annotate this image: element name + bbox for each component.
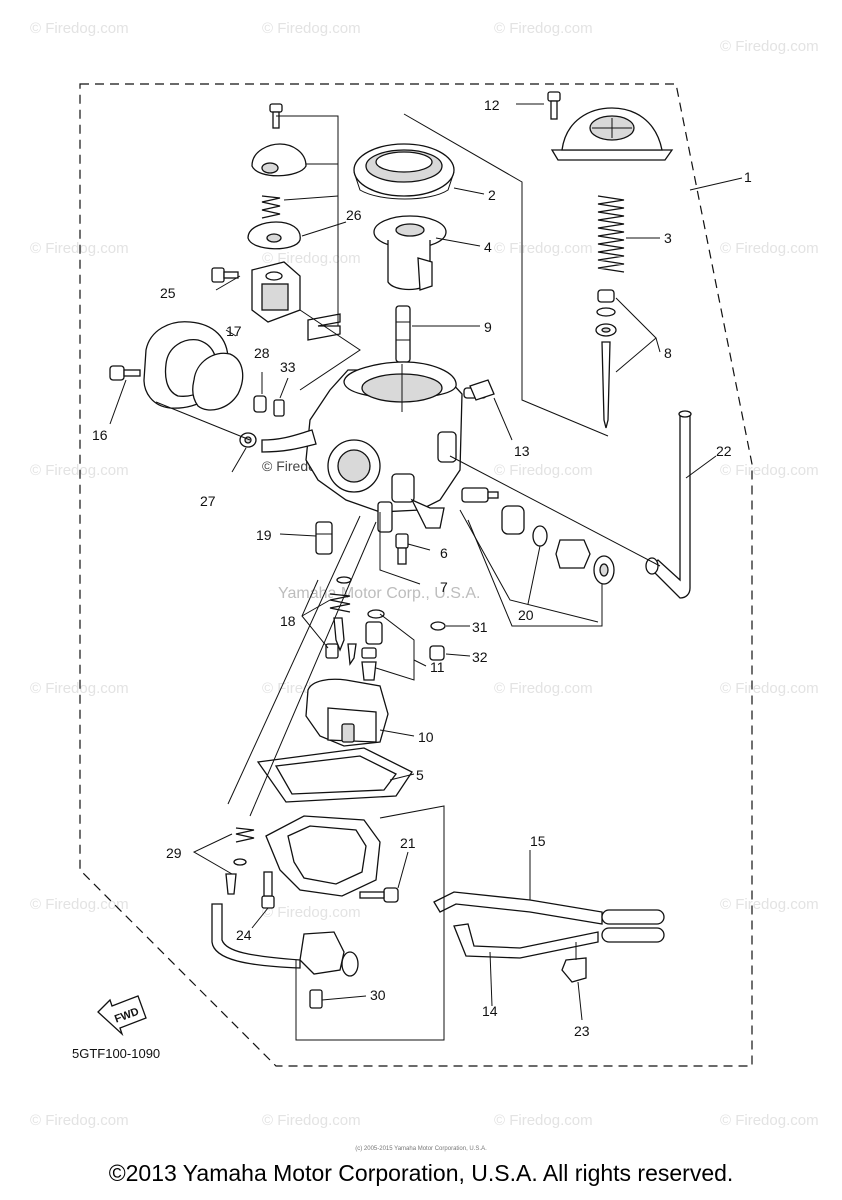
- part-6-7: [377, 501, 409, 565]
- part-hoses-14-15: [433, 891, 665, 959]
- part-float-10: [305, 678, 389, 747]
- callout-13: 13: [514, 443, 530, 459]
- watermark: © Firedog.com: [494, 462, 593, 479]
- part-nut-27: [239, 432, 257, 448]
- part-29: [225, 827, 255, 895]
- part-gasket-17: [143, 321, 244, 411]
- watermark: © Firedog.com: [30, 1112, 129, 1129]
- part-bolt-16: [109, 365, 141, 381]
- watermark: © Firedog.com: [494, 240, 593, 257]
- part-pump-25: [211, 261, 301, 323]
- callout-10: 10: [418, 729, 434, 745]
- callout-4: 4: [484, 239, 492, 255]
- callout-30: 30: [370, 987, 386, 1003]
- part-clip-23: [561, 942, 587, 983]
- part-19: [315, 521, 333, 555]
- leader-lines: [109, 103, 743, 1041]
- callout-11: 11: [430, 659, 445, 675]
- part-piston-4: [373, 215, 447, 291]
- fine-print: (c) 2005-2015 Yamaha Motor Corporation, …: [355, 1146, 487, 1152]
- callout-7: 7: [440, 579, 448, 595]
- watermark: © Firedog.com: [262, 250, 361, 267]
- callout-17: 17: [226, 323, 242, 339]
- callout-29: 29: [166, 845, 182, 861]
- watermark: © Firedog.com: [720, 1112, 819, 1129]
- part-fitting-13: [469, 379, 495, 401]
- callout-18: 18: [280, 613, 296, 629]
- callout-5: 5: [416, 767, 424, 783]
- part-top-cover-1: [550, 107, 674, 161]
- copyright-notice: ©2013 Yamaha Motor Corporation, U.S.A. A…: [108, 1160, 734, 1186]
- callout-1: 1: [744, 169, 752, 185]
- part-float-bowl: [261, 815, 399, 909]
- callout-19: 19: [256, 527, 272, 543]
- part-needle-set-8: [595, 289, 617, 429]
- watermark: © Firedog.com: [30, 20, 129, 37]
- part-gasket-5: [256, 747, 413, 803]
- callout-14: 14: [482, 1003, 498, 1019]
- part-jets-11: [361, 609, 385, 681]
- callout-6: 6: [440, 545, 448, 561]
- callout-20: 20: [518, 607, 534, 623]
- callout-16: 16: [92, 427, 108, 443]
- callout-3: 3: [664, 230, 672, 246]
- callout-8: 8: [664, 345, 672, 361]
- watermark: © Firedog.com: [494, 680, 593, 697]
- callout-28: 28: [254, 345, 270, 361]
- callout-21: 21: [400, 835, 416, 851]
- part-set-18: [325, 576, 357, 666]
- part-screw-12: [547, 91, 561, 120]
- watermark: © Firedog.com: [720, 38, 819, 55]
- watermark: © Firedog.com: [30, 240, 129, 257]
- callout-33: 33: [280, 359, 296, 375]
- watermark: © Firedog.com: [720, 896, 819, 913]
- part-28-33: [253, 395, 285, 417]
- callout-27: 27: [200, 493, 216, 509]
- watermark: © Firedog.com: [262, 1112, 361, 1129]
- callout-15: 15: [530, 833, 546, 849]
- center-watermark: Yamaha Motor Corp., U.S.A.: [278, 585, 481, 602]
- watermark: © Firedog.com: [494, 1112, 593, 1129]
- part-set-20: [461, 487, 615, 585]
- callout-31: 31: [472, 619, 488, 635]
- callout-12: 12: [484, 97, 500, 113]
- callout-24: 24: [236, 927, 252, 943]
- callout-32: 32: [472, 649, 488, 665]
- watermark: © Firedog.com: [30, 896, 129, 913]
- watermark: © Firedog.com: [30, 680, 129, 697]
- part-drain-30: [211, 903, 359, 1009]
- watermark: © Firedog.com: [720, 680, 819, 697]
- watermark: © Firedog.com: [262, 20, 361, 37]
- watermark: © Firedog.com: [720, 462, 819, 479]
- watermark: © Firedog.com: [494, 20, 593, 37]
- watermark: © Firedog.com: [262, 904, 361, 921]
- callout-9: 9: [484, 319, 492, 335]
- part-jet-9: [395, 305, 411, 363]
- callout-25: 25: [160, 285, 176, 301]
- watermark: © Firedog.com: [30, 462, 129, 479]
- part-hose-22: [645, 410, 692, 599]
- part-small-gasket: [307, 313, 341, 341]
- part-cover-26: [247, 103, 307, 250]
- callout-26: 26: [346, 207, 362, 223]
- callout-22: 22: [716, 443, 732, 459]
- watermark: © Firedog.com: [720, 240, 819, 257]
- part-spring-3: [597, 195, 625, 273]
- part-31-32: [429, 621, 446, 661]
- callout-numbers: 1 2 3 4 5 6 7 8 9 10 11 12 13 14 15 16 1…: [92, 97, 752, 1039]
- forward-arrow-icon: FWD: [97, 995, 147, 1037]
- callout-23: 23: [574, 1023, 590, 1039]
- part-carburetor-body: [261, 361, 487, 529]
- part-diaphragm-2: [353, 143, 455, 200]
- callout-2: 2: [488, 187, 496, 203]
- diagram-code: 5GTF100-1090: [72, 1046, 161, 1061]
